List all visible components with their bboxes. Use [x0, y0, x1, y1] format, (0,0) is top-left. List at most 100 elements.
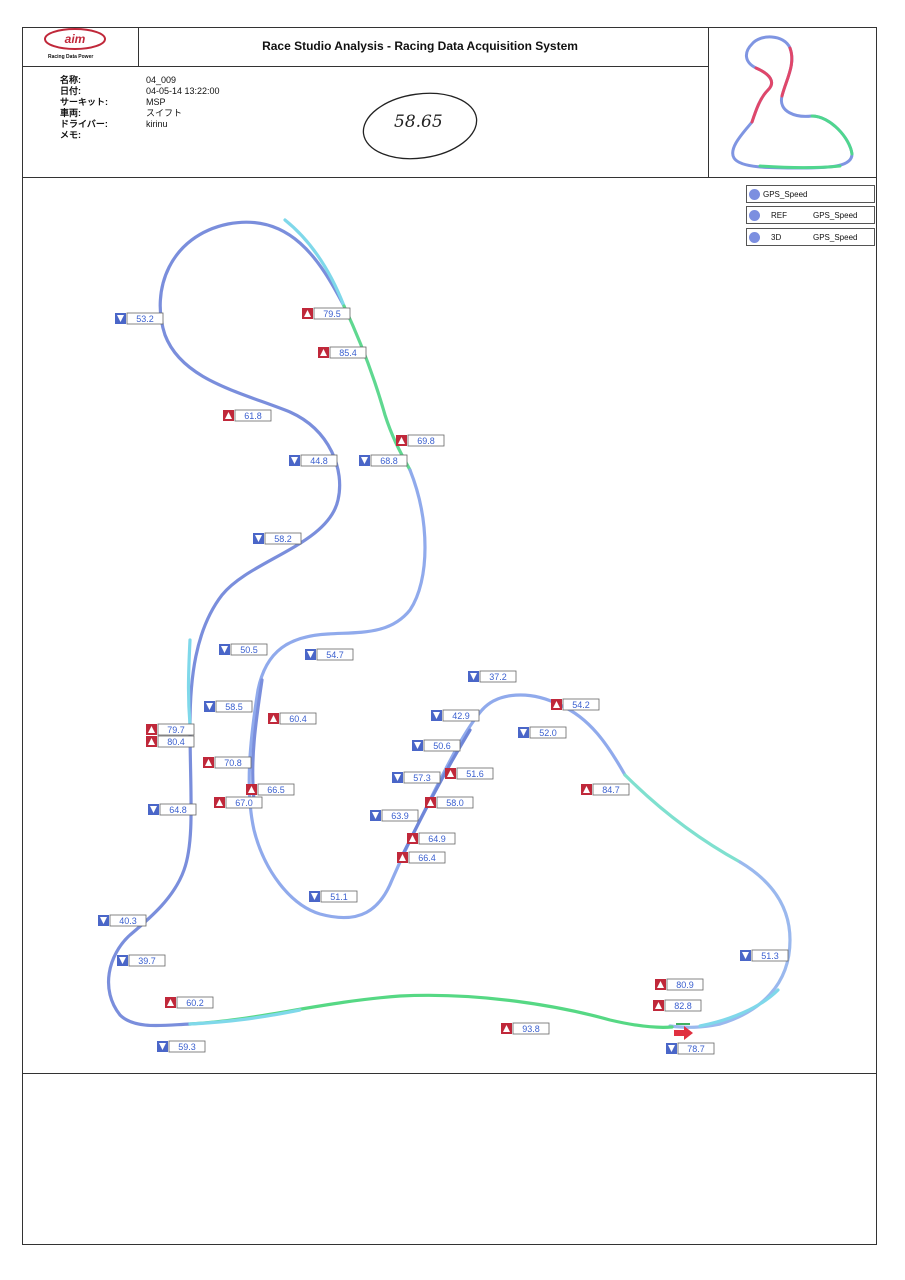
max-speed-marker: 82.8: [653, 999, 702, 1012]
max-speed-marker: 66.5: [246, 783, 295, 796]
marker-value: 51.3: [761, 951, 779, 961]
triangle-down-icon: [221, 646, 228, 653]
triangle-down-icon: [307, 651, 314, 658]
triangle-down-icon: [372, 812, 379, 819]
marker-label-box: [456, 767, 494, 780]
triangle-up-icon: [409, 835, 416, 842]
triangle-down-icon: [668, 1045, 675, 1052]
marker-value: 85.4: [339, 348, 357, 358]
marker-value: 42.9: [452, 711, 470, 721]
marker-label-box: [436, 796, 474, 809]
aim-logo-icon: aim: [44, 28, 106, 50]
triangle-down-icon: [100, 917, 107, 924]
field-value-vehicle: スイフト: [146, 108, 183, 118]
marker-value: 54.2: [572, 700, 590, 710]
marker-label-box: [329, 346, 367, 359]
max-speed-marker: 69.8: [396, 434, 445, 447]
min-speed-marker: 64.8: [148, 803, 197, 816]
marker-value: 60.4: [289, 714, 307, 724]
marker-label-box: [751, 949, 789, 962]
marker-label-box: [313, 307, 351, 320]
marker-label-box: [300, 454, 338, 467]
marker-label-box: [408, 851, 446, 864]
min-speed-marker: 78.7: [666, 1042, 715, 1055]
marker-label-box: [664, 999, 702, 1012]
track-segment: [186, 638, 192, 727]
header-divider-bottom: [22, 177, 877, 178]
triangle-up-icon: [320, 349, 327, 356]
field-value-driver: kirinu: [146, 119, 168, 129]
field-value-name: 04_009: [146, 75, 177, 85]
triangle-up-icon: [148, 726, 155, 733]
min-speed-marker: 58.5: [204, 700, 253, 713]
triangle-up-icon: [304, 310, 311, 317]
marker-value: 58.5: [225, 702, 243, 712]
min-speed-marker: 53.2: [115, 312, 164, 325]
marker-value: 58.0: [446, 798, 464, 808]
max-speed-marker: 66.4: [397, 851, 446, 864]
marker-label-box: [257, 783, 295, 796]
legend-label: GPS_Speed: [763, 190, 808, 199]
track-segment: [283, 218, 346, 308]
triangle-up-icon: [398, 437, 405, 444]
triangle-down-icon: [470, 673, 477, 680]
legend-channel: GPS_Speed: [813, 233, 858, 242]
marker-value: 70.8: [224, 758, 242, 768]
marker-value: 53.2: [136, 314, 154, 324]
marker-value: 63.9: [391, 811, 409, 821]
min-speed-marker: 54.7: [305, 648, 354, 661]
max-speed-marker: 80.9: [655, 978, 704, 991]
marker-label-box: [157, 735, 195, 748]
track-segment: [106, 220, 346, 1028]
marker-label-box: [128, 954, 166, 967]
handwritten-lap-time: 58.65: [394, 112, 443, 132]
triangle-down-icon: [119, 957, 126, 964]
legend-item-ref: REF GPS_Speed: [746, 206, 875, 224]
marker-value: 79.7: [167, 725, 185, 735]
marker-label-box: [418, 832, 456, 845]
max-speed-marker: 79.5: [302, 307, 351, 320]
marker-value: 66.5: [267, 785, 285, 795]
legend-label: 3D: [771, 233, 782, 242]
triangle-up-icon: [216, 799, 223, 806]
max-speed-marker: 61.8: [223, 409, 272, 422]
marker-value: 84.7: [602, 785, 620, 795]
track-segment: [623, 773, 742, 864]
marker-value: 82.8: [674, 1001, 692, 1011]
triangle-up-icon: [148, 738, 155, 745]
marker-label-box: [159, 803, 197, 816]
max-speed-marker: 60.4: [268, 712, 317, 725]
marker-label-box: [370, 454, 408, 467]
marker-label-box: [407, 434, 445, 447]
min-speed-marker: 40.3: [98, 914, 147, 927]
marker-label-box: [214, 756, 252, 769]
legend-label: REF: [771, 211, 787, 220]
track-segment: [188, 993, 674, 1029]
legend-dot-icon: [749, 210, 760, 221]
marker-value: 50.6: [433, 741, 451, 751]
svg-text:aim: aim: [65, 32, 86, 46]
track-segment: [188, 1008, 302, 1026]
logo-divider: [138, 27, 139, 66]
marker-value: 39.7: [138, 956, 156, 966]
max-speed-marker: 80.4: [146, 735, 195, 748]
marker-label-box: [157, 723, 195, 736]
triangle-up-icon: [447, 770, 454, 777]
triangle-up-icon: [167, 999, 174, 1006]
field-label-memo: メモ:: [60, 130, 81, 140]
field-value-circuit: MSP: [146, 97, 166, 107]
marker-value: 80.4: [167, 737, 185, 747]
marker-label-box: [320, 890, 358, 903]
min-speed-marker: 50.5: [219, 643, 268, 656]
track-segment: [247, 468, 627, 920]
marker-label-box: [512, 1022, 550, 1035]
marker-label-box: [442, 709, 480, 722]
marker-value: 64.8: [169, 805, 187, 815]
marker-value: 51.6: [466, 769, 484, 779]
triangle-down-icon: [159, 1043, 166, 1050]
triangle-down-icon: [433, 712, 440, 719]
min-speed-marker: 37.2: [468, 670, 517, 683]
marker-label-box: [215, 700, 253, 713]
min-speed-marker: 50.6: [412, 739, 461, 752]
min-speed-marker: 57.3: [392, 771, 441, 784]
